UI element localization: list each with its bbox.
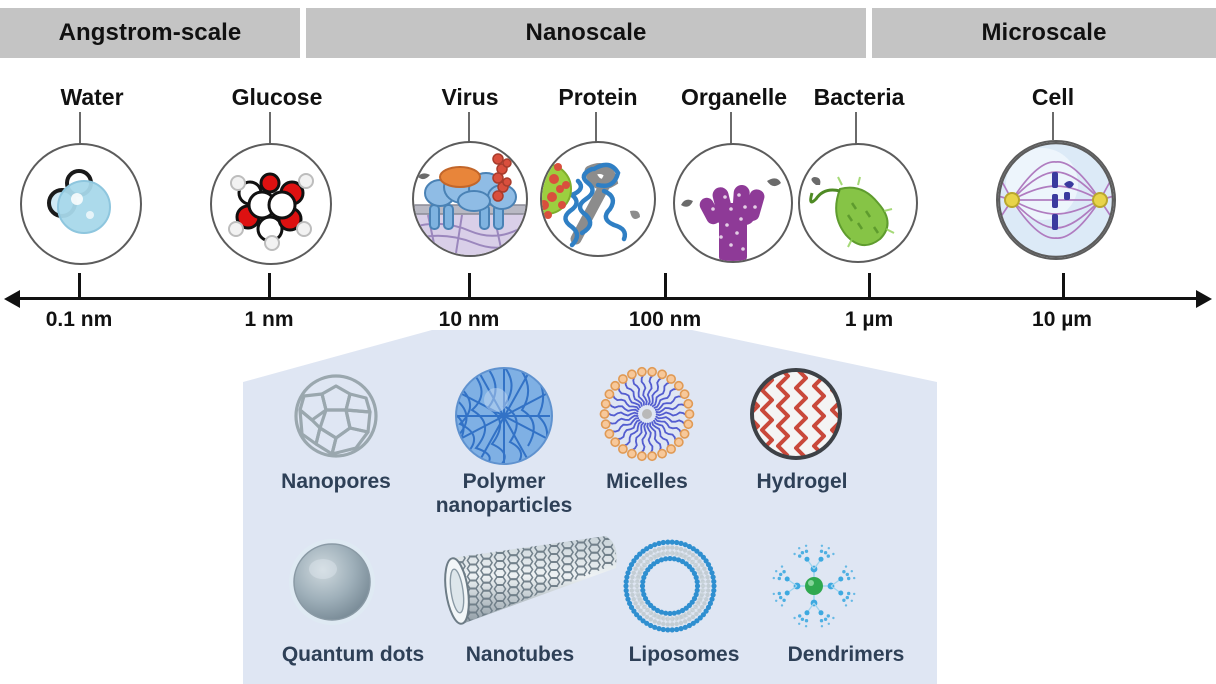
leader-line-water [79, 112, 81, 144]
leader-line-virus [468, 112, 470, 142]
nanomaterial-label-nanopores: Nanopores [281, 470, 391, 493]
dividing-cell-icon [998, 142, 1114, 258]
polymer-label-line1: Polymer [462, 470, 546, 493]
nanomaterial-label-nanotubes: Nanotubes [465, 643, 575, 666]
scale-bar-angstrom-label: Angstrom-scale [58, 19, 242, 46]
axis-tick-label-5: 10 µm [1032, 308, 1092, 331]
dendrimer-icon [772, 544, 856, 628]
scale-bar-microscale: Microscale [872, 8, 1216, 58]
leader-line-bacteria [855, 112, 857, 144]
nanomaterial-label-polymer-nanoparticles: Polymer nanoparticles [424, 470, 584, 518]
protein-ribbon-icon [542, 162, 640, 248]
nanomaterial-label-quantum-dots: Quantum dots [281, 643, 425, 666]
entity-label-bacteria: Bacteria [813, 84, 905, 110]
axis-tick-4 [868, 273, 871, 299]
axis-arrow-left-icon [4, 290, 20, 308]
axis-tick-0 [78, 273, 81, 299]
entity-circle-cell [996, 140, 1116, 260]
axis-arrow-right-icon [1196, 290, 1212, 308]
carbon-nanotube-icon [444, 536, 617, 625]
axis-tick-label-3: 100 nm [628, 308, 702, 331]
nanomaterial-art-nanotubes [410, 528, 622, 636]
nanomaterial-art-nanopores [288, 368, 384, 464]
organelle-icon [681, 178, 781, 261]
hydrogel-mesh-icon [750, 368, 842, 460]
leader-line-cell [1052, 112, 1054, 140]
nanomaterial-art-hydrogel [748, 366, 844, 462]
axis-tick-2 [468, 273, 471, 299]
nanomaterial-label-micelles: Micelles [606, 470, 688, 493]
virus-membrane-icon [414, 153, 526, 255]
entity-circle-organelle [673, 143, 793, 263]
entity-circle-protein [540, 141, 656, 257]
axis-tick-1 [268, 273, 271, 299]
leader-line-protein [595, 112, 597, 142]
virus-particle-decoration [542, 163, 572, 219]
fullerene-cage-icon [294, 374, 378, 458]
bacteria-icon [809, 176, 895, 248]
entity-circle-glucose [210, 143, 332, 265]
axis-tick-label-1: 1 nm [244, 308, 294, 331]
entity-label-protein: Protein [558, 84, 638, 110]
nanomaterial-art-liposomes [622, 538, 718, 634]
nanomaterial-art-dendrimers [770, 542, 858, 630]
leader-line-organelle [730, 112, 732, 144]
scale-bar-nanoscale: Nanoscale [306, 8, 866, 58]
nanomaterial-art-micelles [599, 366, 695, 462]
glucose-molecule-icon [228, 172, 314, 251]
scale-bar-angstrom: Angstrom-scale [0, 8, 300, 58]
entity-circle-bacteria [798, 143, 918, 263]
scale-axis-line [14, 297, 1202, 300]
axis-tick-label-0: 0.1 nm [45, 308, 113, 331]
quantum-dot-icon [289, 539, 375, 625]
axis-tick-label-4: 1 µm [844, 308, 894, 331]
liposome-icon [623, 539, 717, 633]
nanomaterial-label-dendrimers: Dendrimers [787, 643, 905, 666]
nanomaterial-art-quantum-dots [287, 537, 377, 627]
entity-label-glucose: Glucose [231, 84, 323, 110]
axis-tick-5 [1062, 273, 1065, 299]
nanomaterial-art-polymer-nanoparticles [452, 364, 556, 468]
axis-tick-3 [664, 273, 667, 299]
water-molecule-icon [47, 169, 111, 234]
entity-circle-water [20, 143, 142, 265]
entity-label-virus: Virus [441, 84, 499, 110]
nanomaterial-label-hydrogel: Hydrogel [756, 470, 848, 493]
axis-tick-label-2: 10 nm [438, 308, 500, 331]
polymer-tangle-icon [455, 367, 553, 465]
nanomaterial-label-liposomes: Liposomes [628, 643, 740, 666]
entity-circle-virus [412, 141, 528, 257]
scale-bar-nanoscale-label: Nanoscale [525, 19, 647, 46]
micelle-icon [599, 366, 695, 462]
entity-label-cell: Cell [1031, 84, 1075, 110]
polymer-label-line2: nanoparticles [435, 494, 573, 518]
scale-bar-microscale-label: Microscale [981, 19, 1107, 46]
entity-label-water: Water [60, 84, 124, 110]
entity-label-organelle: Organelle [680, 84, 788, 110]
leader-line-glucose [269, 112, 271, 144]
